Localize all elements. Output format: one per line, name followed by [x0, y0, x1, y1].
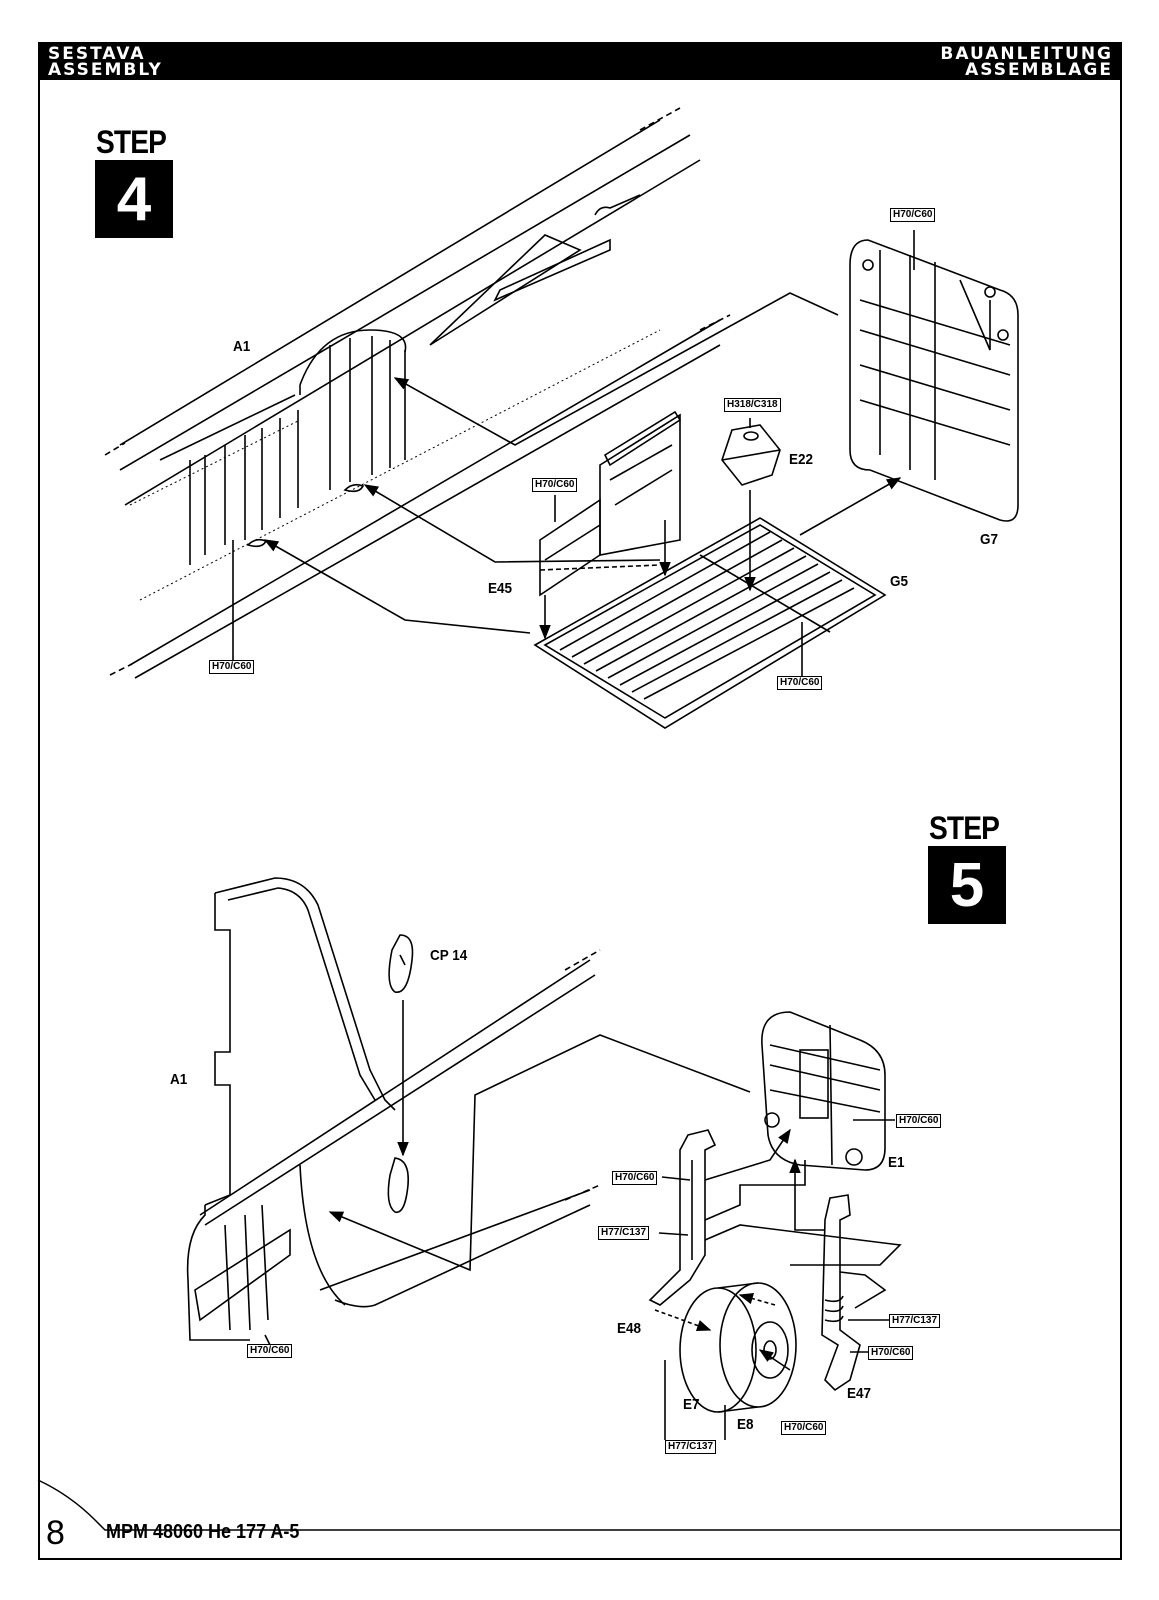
- step5-word: STEP: [929, 810, 1000, 846]
- step4-arrows: [232, 230, 915, 686]
- step5-undercarriage: [648, 1129, 861, 1413]
- step5-arrows: [264, 1000, 902, 1440]
- step4-floor-g5: [533, 517, 887, 729]
- step4-label-a1: A1: [233, 338, 251, 355]
- step5-number-box: 5: [928, 846, 1006, 924]
- header-right-line1: BAUANLEITUNG: [940, 44, 1113, 64]
- step5-code-e1: H70/C60: [896, 1114, 942, 1128]
- step5-code-right-strut-mid: H77/C137: [889, 1314, 941, 1328]
- step4-label-g7: G7: [980, 531, 999, 548]
- header-left: SESTAVA ASSEMBLY: [48, 44, 163, 80]
- step4-word: STEP: [96, 124, 167, 160]
- page-number: 8: [46, 1514, 65, 1552]
- step5-code-strut-upper: H70/C60: [612, 1171, 658, 1185]
- step4-block-e22: [721, 424, 781, 486]
- step4-number-box: 4: [95, 160, 173, 238]
- step4-code-floor: H70/C60: [777, 676, 823, 690]
- footer-notch: [37, 1479, 1122, 1531]
- step4-code-g7: H70/C60: [890, 208, 936, 222]
- header-right: BAUANLEITUNG ASSEMBLAGE: [940, 44, 1113, 80]
- step4-frame-e45: [539, 410, 682, 597]
- step4-label-g5: G5: [890, 573, 909, 590]
- step4-fuselage-a1: [104, 107, 731, 679]
- step5-label-e1: E1: [888, 1154, 905, 1171]
- step5-label-e8: E8: [737, 1416, 754, 1433]
- step5-code-strut-mid: H77/C137: [598, 1226, 650, 1240]
- step5-label-e7: E7: [683, 1396, 700, 1413]
- step4-code-e22: H318/C318: [724, 398, 781, 412]
- step5-fuselage-a1: [186, 877, 601, 1341]
- step4-code-fuselage: H70/C60: [209, 660, 255, 674]
- step5-bulkhead-e1: [761, 1011, 886, 1171]
- step5-code-hub: H70/C60: [781, 1421, 827, 1435]
- step4-bulkhead-g7: [849, 239, 1019, 522]
- step4-code-e45: H70/C60: [532, 478, 578, 492]
- step5-label-e47: E47: [847, 1385, 872, 1402]
- step5-code-right-strut-low: H70/C60: [868, 1346, 914, 1360]
- header-right-line2: ASSEMBLAGE: [965, 60, 1113, 80]
- header-left-line1: SESTAVA: [48, 44, 146, 64]
- header-bar: [38, 42, 1122, 80]
- step5-label-a1: A1: [170, 1071, 188, 1088]
- step5-code-fuselage: H70/C60: [247, 1344, 293, 1358]
- step4-label-e22: E22: [789, 451, 814, 468]
- step5-code-tire: H77/C137: [665, 1440, 717, 1454]
- step4-label-e45: E45: [488, 580, 513, 597]
- step5-label-e48: E48: [617, 1320, 642, 1337]
- kit-title: MPM 48060 He 177 A-5: [106, 1521, 300, 1543]
- header-left-line2: ASSEMBLY: [48, 60, 163, 80]
- step5-label-cp14: CP 14: [430, 947, 468, 964]
